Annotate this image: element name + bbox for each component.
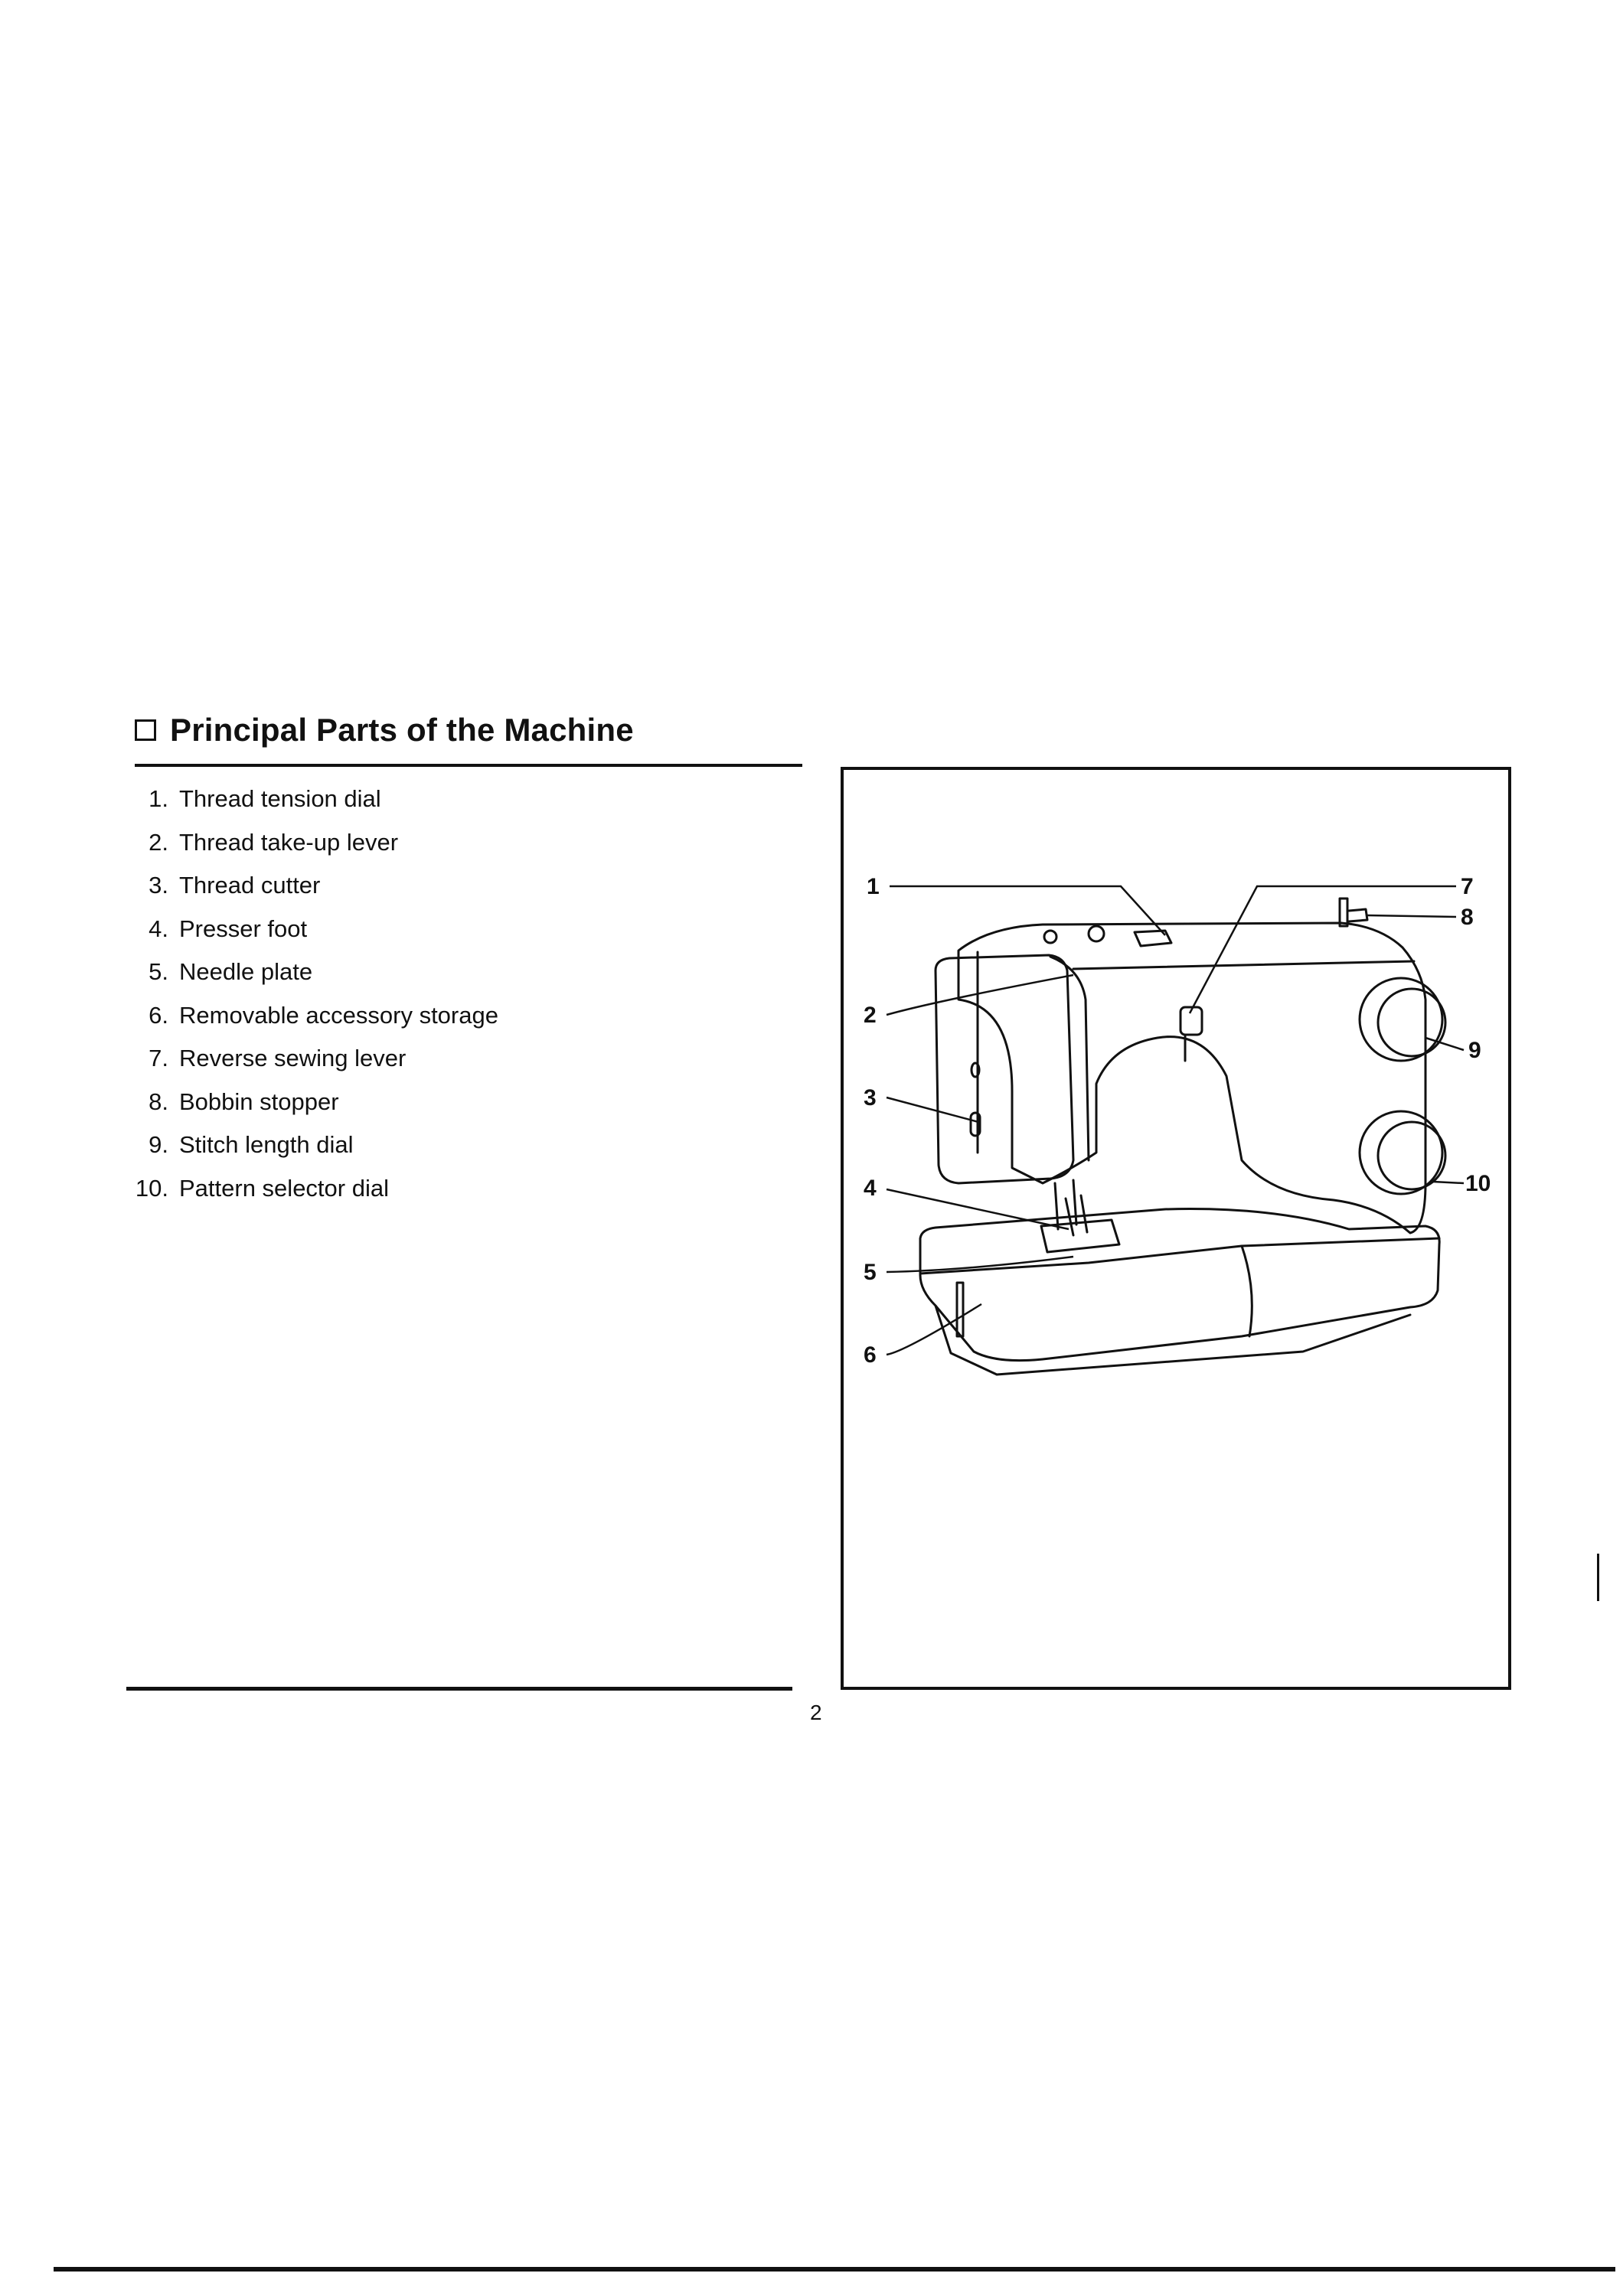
callout-label: 8 <box>1461 905 1474 930</box>
callout-label: 5 <box>864 1260 877 1285</box>
part-number: 4. <box>149 915 168 942</box>
part-number: 3. <box>149 872 168 899</box>
footer-rule <box>54 2267 1615 2272</box>
callout-label: 4 <box>864 1176 877 1201</box>
face-plate <box>934 954 1075 1185</box>
part-label: Pattern selector dial <box>179 1174 389 1202</box>
page-number: 2 <box>810 1701 822 1724</box>
section-bottom-rule <box>126 1687 792 1691</box>
part-number: 7. <box>149 1045 168 1072</box>
part-label: Needle plate <box>179 958 313 986</box>
list-item: 1. Thread tension dial <box>135 778 498 821</box>
callout-label: 7 <box>1461 874 1474 899</box>
part-label: Thread cutter <box>179 872 321 899</box>
part-number: 1. <box>149 785 168 813</box>
margin-mark <box>1597 1554 1599 1601</box>
part-label: Presser foot <box>179 915 308 942</box>
machine-figure-frame: 1 2 3 4 5 6 7 8 9 10 <box>841 767 1511 1690</box>
part-number: 2. <box>149 828 168 856</box>
pattern-selector-dial <box>1358 1110 1444 1195</box>
part-label: Bobbin stopper <box>179 1088 339 1115</box>
stitch-length-dial <box>1358 977 1444 1062</box>
part-number: 5. <box>149 958 168 986</box>
list-item: 10. Pattern selector dial <box>135 1167 498 1211</box>
machine-bed <box>919 1208 1441 1362</box>
part-label: Reverse sewing lever <box>179 1045 407 1072</box>
callout-label: 1 <box>867 874 880 899</box>
heading-underline <box>135 764 802 767</box>
list-item: 3. Thread cutter <box>135 864 498 908</box>
callout-label: 9 <box>1468 1038 1481 1063</box>
callout-label: 10 <box>1465 1171 1491 1196</box>
section-heading: Principal Parts of the Machine <box>135 712 634 748</box>
list-item: 6. Removable accessory storage <box>135 994 498 1038</box>
part-number: 10. <box>135 1174 168 1202</box>
sewing-machine-illustration: 1 2 3 4 5 6 7 8 9 10 <box>864 874 1491 1376</box>
list-item: 4. Presser foot <box>135 908 498 951</box>
callout-label: 2 <box>864 1003 877 1028</box>
list-item: 8. Bobbin stopper <box>135 1081 498 1124</box>
parts-list: 1. Thread tension dial 2. Thread take-up l… <box>135 778 498 1210</box>
part-label: Thread take-up lever <box>179 828 399 856</box>
list-item: 7. Reverse sewing lever <box>135 1037 498 1081</box>
part-label: Removable accessory storage <box>179 1001 498 1029</box>
machine-body-outline <box>957 921 1427 1234</box>
list-item: 9. Stitch length dial <box>135 1124 498 1167</box>
checkbox-square-icon <box>135 719 156 741</box>
section-title: Principal Parts of the Machine <box>170 712 634 748</box>
list-item: 5. Needle plate <box>135 951 498 994</box>
part-label: Stitch length dial <box>179 1131 354 1159</box>
callout-label: 3 <box>864 1085 877 1110</box>
list-item: 2. Thread take-up lever <box>135 821 498 865</box>
callout-label: 6 <box>864 1342 877 1368</box>
part-number: 8. <box>149 1088 168 1115</box>
part-number: 9. <box>149 1131 168 1159</box>
part-label: Thread tension dial <box>179 785 381 813</box>
part-number: 6. <box>149 1001 168 1029</box>
